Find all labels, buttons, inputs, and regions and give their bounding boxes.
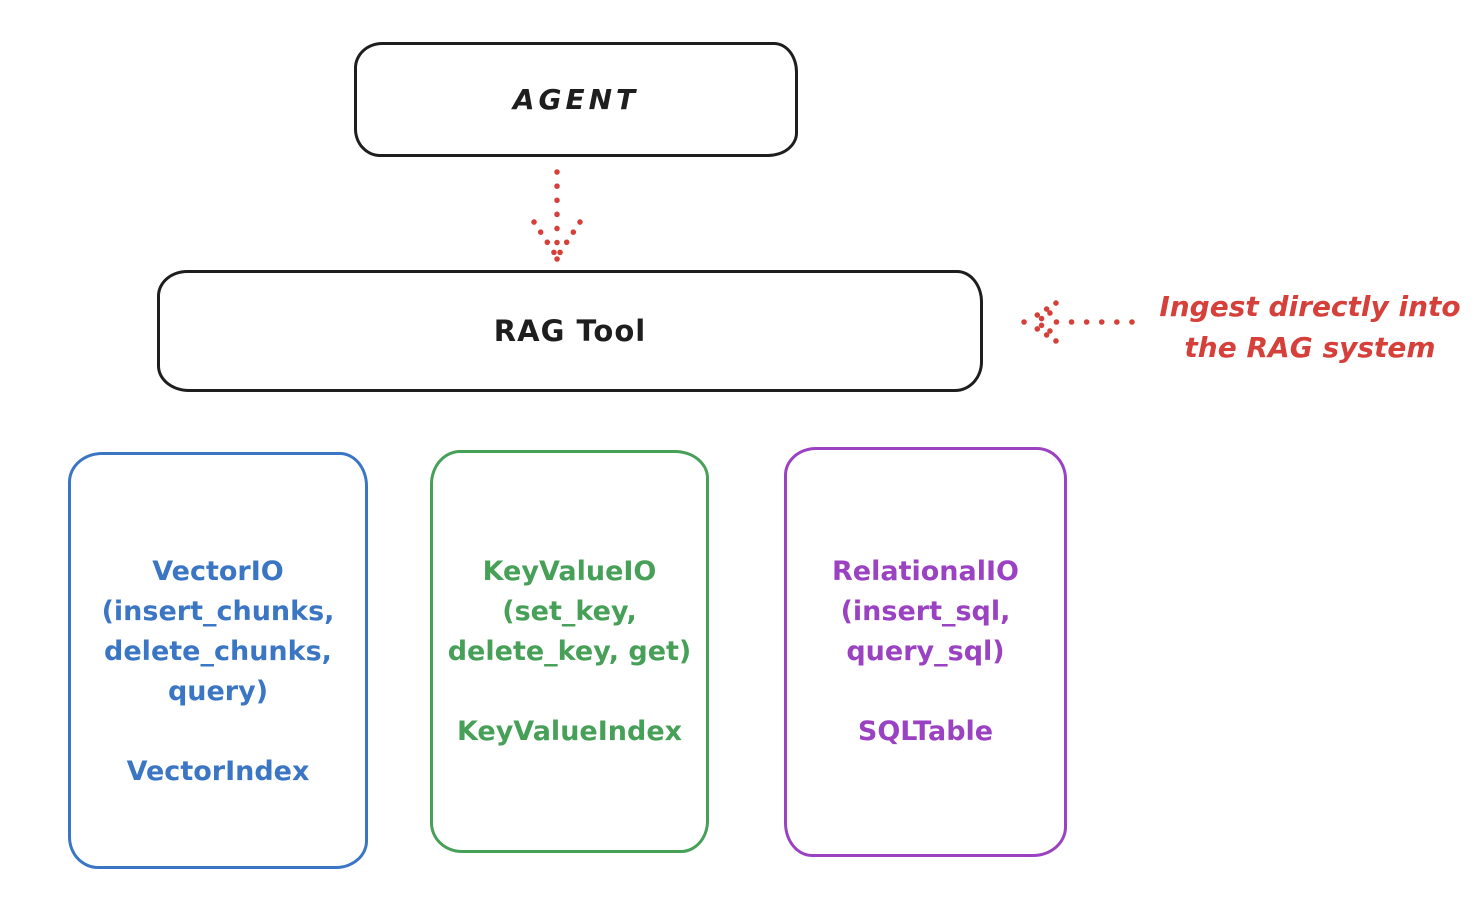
- vector-io-body: VectorIO (insert_chunks, delete_chunks, …: [101, 555, 335, 707]
- relational-io-body: RelationalIO (insert_sql, query_sql): [832, 556, 1019, 667]
- sql-table-label: SQLTable: [857, 716, 994, 747]
- relational-io-box: RelationalIO (insert_sql, query_sql) SQL…: [784, 447, 1067, 857]
- rag-tool-box: RAG Tool: [157, 270, 983, 392]
- agent-label: AGENT: [512, 83, 640, 116]
- arrow-annotation-to-rag-tool-icon: [1021, 300, 1135, 344]
- key-value-io-body: KeyValueIO (set_key, delete_key, get): [447, 555, 692, 667]
- rag-tool-label: RAG Tool: [493, 314, 647, 348]
- ingest-annotation: Ingest directly into the RAG system: [1159, 290, 1461, 364]
- key-value-io-box: KeyValueIO (set_key, delete_key, get) Ke…: [430, 450, 709, 853]
- vector-index-label: VectorIndex: [126, 755, 310, 787]
- agent-box: AGENT: [354, 42, 798, 157]
- key-value-index-label: KeyValueIndex: [456, 715, 683, 747]
- arrow-agent-to-rag-tool-icon: [531, 169, 583, 262]
- vector-io-box: VectorIO (insert_chunks, delete_chunks, …: [68, 452, 368, 869]
